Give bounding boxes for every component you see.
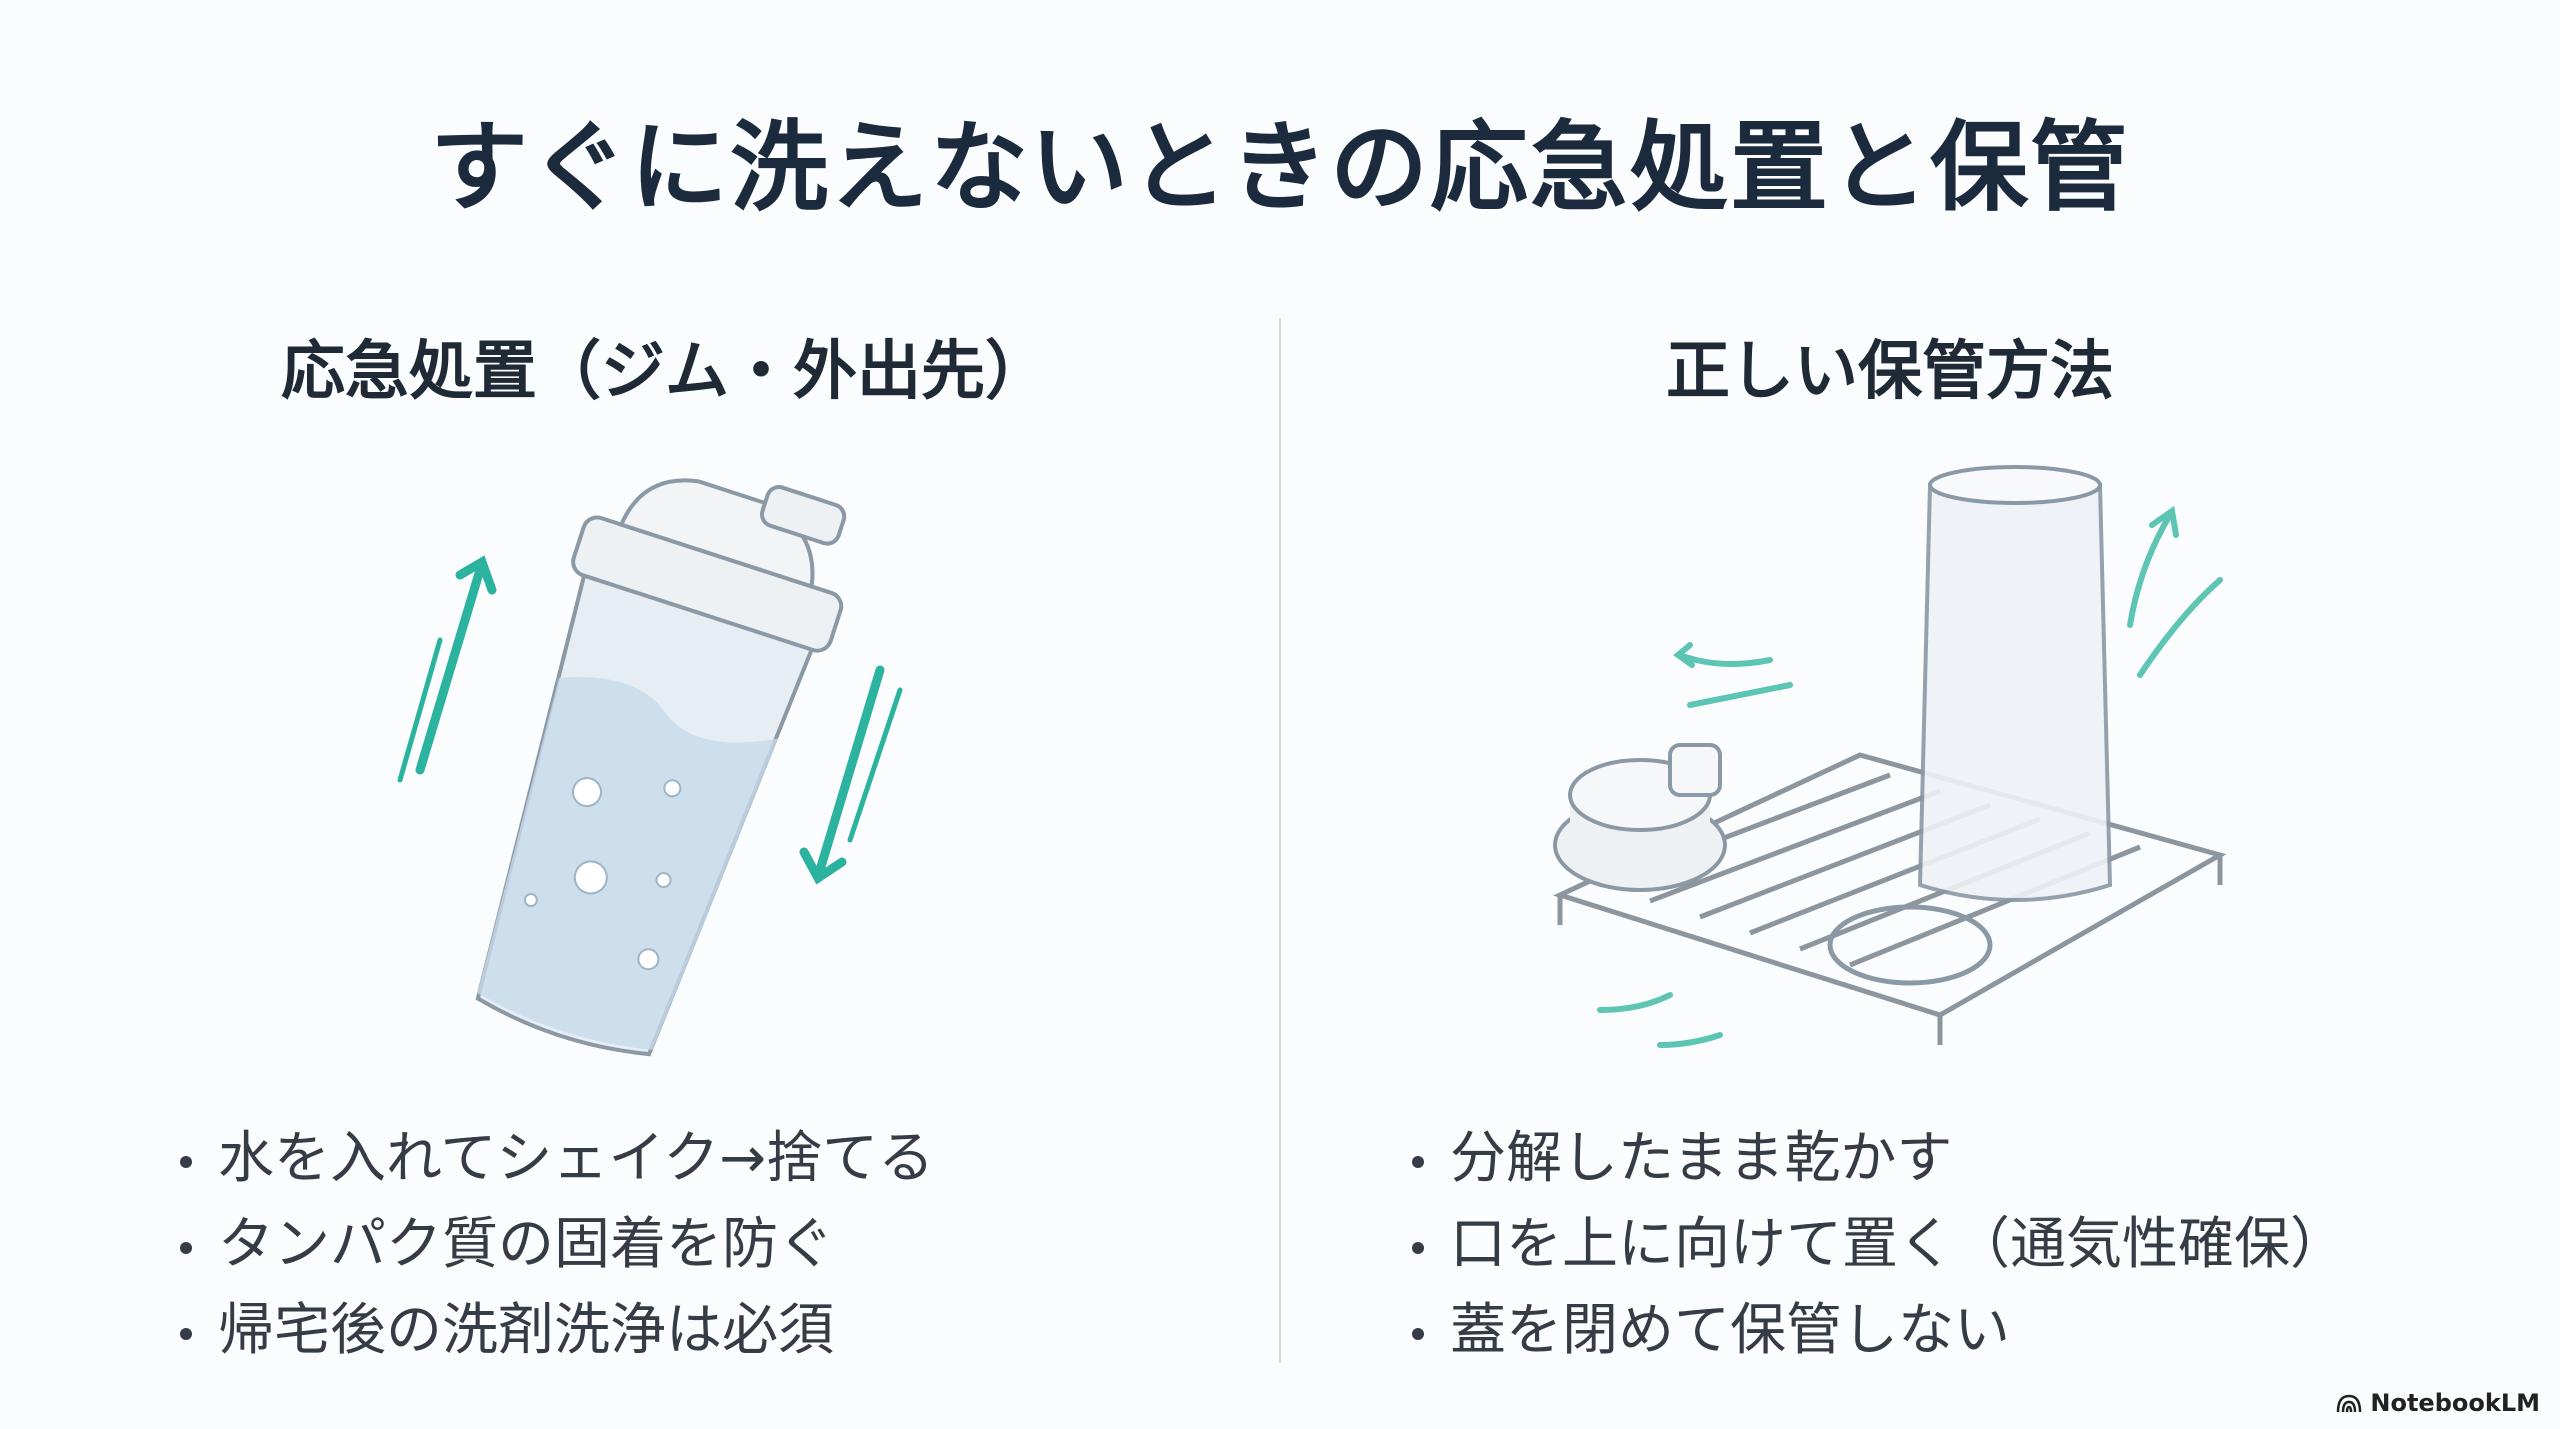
bullet-item: 帰宅後の洗剤洗浄は必須 (180, 1288, 934, 1374)
bullet-item: タンパク質の固着を防ぐ (180, 1202, 934, 1288)
bullet-dot-icon (180, 1241, 192, 1254)
watermark-text: NotebookLM (2370, 1389, 2540, 1417)
bullet-item: 分解したまま乾かす (1412, 1116, 2346, 1202)
bullet-text: 水を入れてシェイク→捨てる (218, 1126, 935, 1191)
bullet-text: タンパク質の固着を防ぐ (218, 1212, 834, 1277)
airflow-arrows-icon (1597, 505, 2223, 1048)
bullet-text: 分解したまま乾かす (1450, 1126, 1953, 1191)
bullet-dot-icon (180, 1327, 192, 1340)
bullet-item: 水を入れてシェイク→捨てる (180, 1116, 934, 1202)
bullet-dot-icon (1412, 1327, 1424, 1340)
storage-bullet-list: 分解したまま乾かす 口を上に向けて置く（通気性確保） 蓋を閉めて保管しない (1412, 1116, 2346, 1374)
bullet-text: 帰宅後の洗剤洗浄は必須 (218, 1298, 834, 1363)
bullet-item: 蓋を閉めて保管しない (1412, 1288, 2346, 1374)
drying-rack-illustration (1553, 465, 2227, 1048)
notebooklm-watermark: NotebookLM (2336, 1389, 2540, 1417)
notebooklm-logo-icon (2337, 1394, 2362, 1413)
page-title: すぐに洗えないときの応急処置と保管 (429, 111, 2130, 225)
bullet-item: 口を上に向けて置く（通気性確保） (1412, 1202, 2346, 1288)
emergency-bullet-list: 水を入れてシェイク→捨てる タンパク質の固着を防ぐ 帰宅後の洗剤洗浄は必須 (180, 1116, 934, 1374)
column-divider (1279, 318, 1281, 1363)
emergency-heading: 応急処置（ジム・外出先） (281, 335, 1049, 409)
storage-heading: 正しい保管方法 (1666, 335, 2114, 409)
bullet-dot-icon (1412, 1155, 1424, 1168)
bullet-text: 口を上に向けて置く（通気性確保） (1450, 1212, 2346, 1277)
bullet-text: 蓋を閉めて保管しない (1450, 1298, 2010, 1363)
shaker-bottle-illustration (397, 478, 903, 1057)
bullet-dot-icon (180, 1155, 192, 1168)
motion-arrows-icon (397, 555, 903, 885)
bullet-dot-icon (1412, 1241, 1424, 1254)
